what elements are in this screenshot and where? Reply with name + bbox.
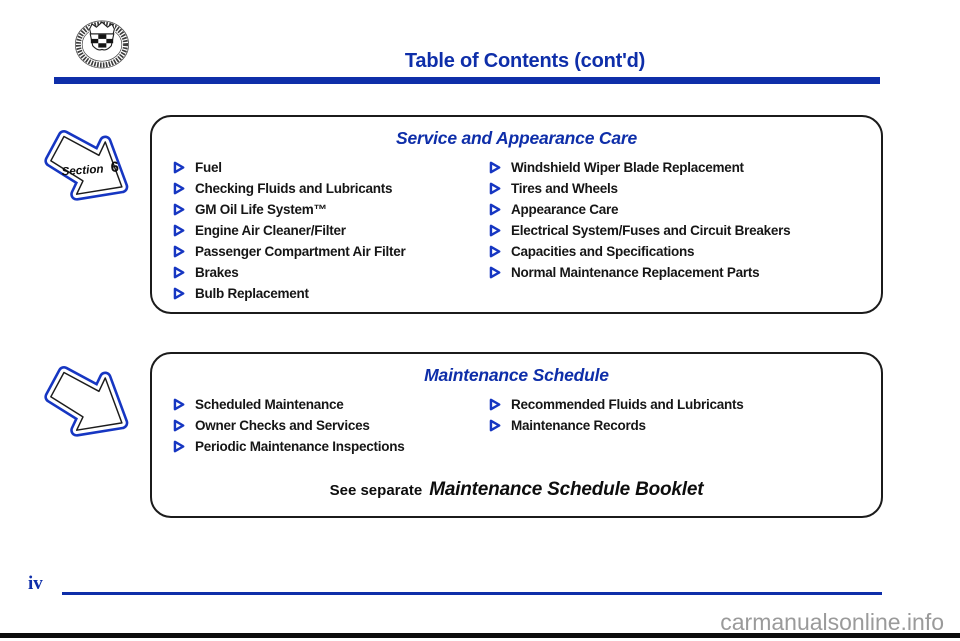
- toc-item-label: Brakes: [195, 265, 239, 280]
- cadillac-logo: [71, 12, 133, 77]
- toc-item-label: Engine Air Cleaner/Filter: [195, 223, 346, 238]
- toc-item: Owner Checks and Services: [171, 415, 405, 436]
- toc-item: Checking Fluids and Lubricants: [171, 178, 406, 199]
- toc-item-label: Windshield Wiper Blade Replacement: [511, 160, 744, 175]
- toc-item: Recommended Fluids and Lubricants: [487, 394, 744, 415]
- toc-item-label: Maintenance Records: [511, 418, 646, 433]
- toc-item-label: Electrical System/Fuses and Circuit Brea…: [511, 223, 791, 238]
- toc-item-label: Checking Fluids and Lubricants: [195, 181, 393, 196]
- toc-item: Passenger Compartment Air Filter: [171, 241, 406, 262]
- toc-item: Windshield Wiper Blade Replacement: [487, 157, 790, 178]
- arrow-bullet-icon: [487, 397, 502, 412]
- arrow-bullet-icon: [487, 223, 502, 238]
- arrow-bullet-icon: [487, 181, 502, 196]
- toc-item: Brakes: [171, 262, 406, 283]
- booklet-note-title: Maintenance Schedule Booklet: [429, 479, 704, 500]
- toc-item-label: Capacities and Specifications: [511, 244, 695, 259]
- toc-item: Scheduled Maintenance: [171, 394, 405, 415]
- toc-item-label: GM Oil Life System™: [195, 202, 327, 217]
- toc-item-label: Owner Checks and Services: [195, 418, 370, 433]
- see-separate-booklet-note: See separate Maintenance Schedule Booklet: [152, 479, 881, 501]
- watermark-text: carmanualsonline.info: [720, 609, 944, 635]
- toc-item: Electrical System/Fuses and Circuit Brea…: [487, 220, 791, 241]
- header-rule: [54, 77, 880, 84]
- toc-item: Periodic Maintenance Inspections: [171, 436, 405, 457]
- toc-item-label: Scheduled Maintenance: [195, 397, 344, 412]
- toc-item-label: Fuel: [195, 160, 222, 175]
- arrow-bullet-icon: [487, 244, 502, 259]
- toc-item: Maintenance Records: [487, 415, 744, 436]
- toc-item-label: Passenger Compartment Air Filter: [195, 244, 406, 259]
- arrow-bullet-icon: [171, 202, 186, 217]
- section-arrow-label: Section: [61, 162, 104, 178]
- toc-item-label: Normal Maintenance Replacement Parts: [511, 265, 760, 280]
- arrow-bullet-icon: [171, 223, 186, 238]
- arrow-bullet-icon: [487, 265, 502, 280]
- arrow-bullet-icon: [487, 160, 502, 175]
- arrow-bullet-icon: [171, 286, 186, 301]
- toc-item: Tires and Wheels: [487, 178, 790, 199]
- arrow-bullet-icon: [171, 244, 186, 259]
- arrow-bullet-icon: [171, 160, 186, 175]
- arrow-bullet-icon: [171, 397, 186, 412]
- toc-item: Fuel: [171, 157, 406, 178]
- bottom-scan-bar: [0, 633, 960, 638]
- toc-item: Bulb Replacement: [171, 283, 406, 304]
- toc-item-label: Periodic Maintenance Inspections: [195, 439, 405, 454]
- toc-item-label: Appearance Care: [511, 202, 619, 217]
- maintenance-schedule-box: Maintenance Schedule Scheduled Maintenan…: [150, 352, 883, 518]
- svg-text:Section 6: Section 6: [61, 159, 119, 179]
- toc-item: Normal Maintenance Replacement Parts: [487, 262, 790, 283]
- arrow-bullet-icon: [487, 202, 502, 217]
- toc-item: Capacities and Specifications: [487, 241, 790, 262]
- box-heading-service: Service and Appearance Care: [395, 128, 638, 148]
- footer-rule: [62, 592, 882, 595]
- toc-item: GM Oil Life System™: [171, 199, 406, 220]
- booklet-note-prefix: See separate: [329, 482, 423, 499]
- maintenance-arrow-marker: [34, 348, 146, 465]
- toc-item-label: Recommended Fluids and Lubricants: [511, 397, 744, 412]
- toc-item-label: Bulb Replacement: [195, 286, 309, 301]
- arrow-bullet-icon: [171, 418, 186, 433]
- arrow-bullet-icon: [171, 265, 186, 280]
- section-6-arrow-marker: Section 6: [34, 112, 146, 229]
- toc-item-label: Tires and Wheels: [511, 181, 618, 196]
- box-heading-maintenance: Maintenance Schedule: [424, 365, 609, 385]
- page-number: iv: [28, 573, 43, 594]
- arrow-bullet-icon: [171, 439, 186, 454]
- section-arrow-number: 6: [110, 159, 119, 176]
- page-title: Table of Contents (cont'd): [404, 50, 646, 72]
- arrow-bullet-icon: [171, 181, 186, 196]
- toc-item: Appearance Care: [487, 199, 790, 220]
- toc-item: Engine Air Cleaner/Filter: [171, 220, 406, 241]
- arrow-bullet-icon: [487, 418, 502, 433]
